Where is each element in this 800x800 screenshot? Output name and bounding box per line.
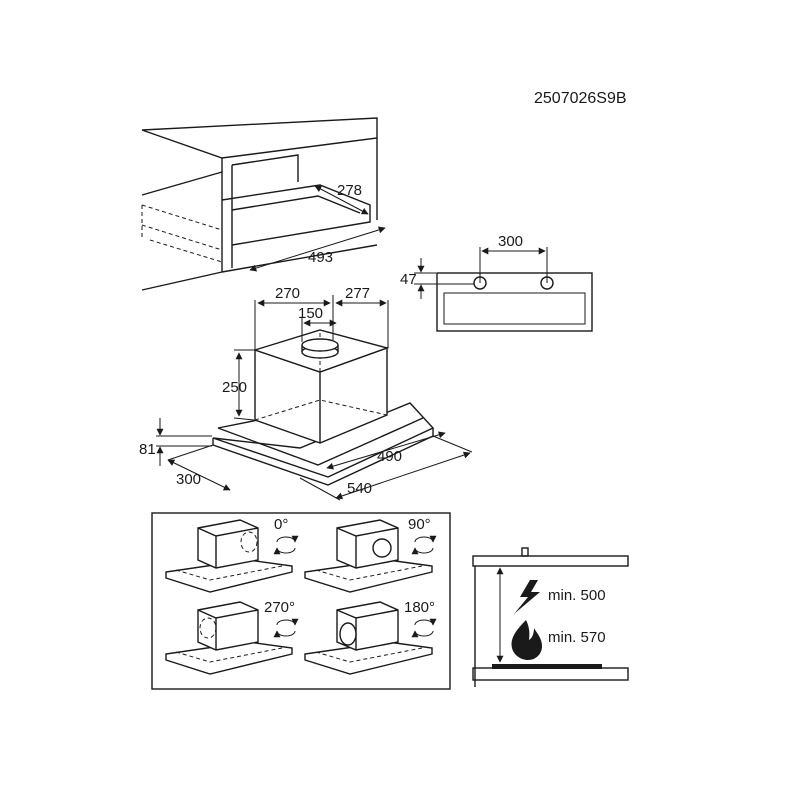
orientation-90: 90° (304, 516, 433, 593)
orientation-270: 270° (165, 599, 295, 675)
clearance-drawing: min. 500 min. 570 (472, 547, 629, 687)
product-code: 2507026S9B (534, 90, 627, 107)
orientation-0-label: 0° (274, 516, 288, 533)
flame-icon (511, 620, 542, 660)
hood-drawing: 270 277 150 250 81 300 490 540 (139, 285, 473, 501)
cabinet-depth-label: 278 (337, 182, 362, 199)
orientation-180-label: 180° (404, 599, 435, 616)
hood-left-width-label: 270 (275, 285, 300, 302)
orientation-270-label: 270° (264, 599, 295, 616)
electric-clearance-label: min. 500 (548, 587, 606, 604)
cabinet-drawing: 278 493 (141, 117, 386, 291)
front-view-drawing: 300 47 (400, 233, 593, 332)
outlet-spacing-label: 300 (498, 233, 523, 250)
outlet-diameter-label: 150 (298, 305, 323, 322)
frame-height-label: 81 (139, 441, 156, 458)
rotate-arrows-icon (277, 537, 295, 553)
hood-right-width-label: 277 (345, 285, 370, 302)
hood-outer-width-label: 540 (347, 480, 372, 497)
gas-clearance-label: min. 570 (548, 629, 606, 646)
rotate-arrows-icon (277, 620, 295, 636)
box-height-label: 250 (222, 379, 247, 396)
orientation-90-label: 90° (408, 516, 431, 533)
hood-inner-width-label: 490 (377, 448, 402, 465)
orientation-0: 0° (165, 516, 295, 593)
front-height-label: 47 (400, 271, 417, 288)
orientation-180: 180° (304, 599, 435, 675)
orientation-panel: 0° 90° 270° (151, 512, 451, 690)
rotate-arrows-icon (415, 537, 433, 553)
rotate-arrows-icon (415, 620, 433, 636)
hood-depth-label: 300 (176, 471, 201, 488)
lightning-icon (514, 580, 540, 614)
cabinet-width-label: 493 (308, 249, 333, 266)
